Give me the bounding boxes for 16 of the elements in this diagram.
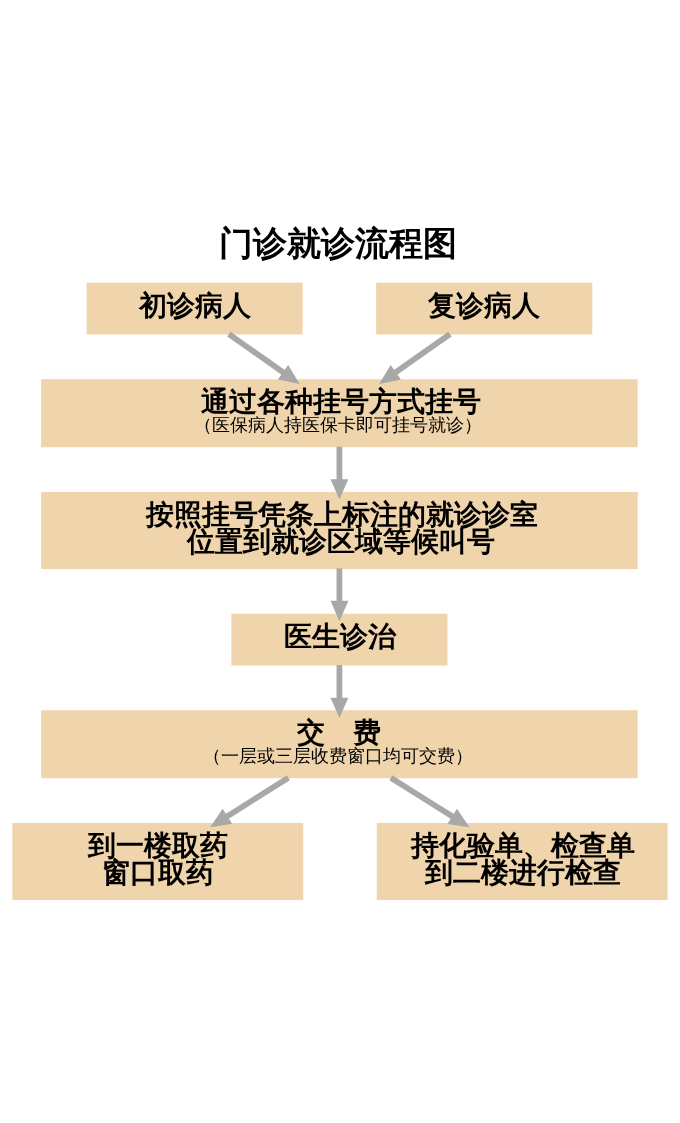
arrow <box>330 568 349 622</box>
diagram-title: 门诊就诊流程图 <box>218 222 457 263</box>
node-box: 按照挂号凭条上标注的就诊诊室位置到就诊区域等候叫号 <box>41 491 638 569</box>
node-box: 初诊病人 <box>86 282 303 335</box>
node-box: 到一楼取药窗口取药 <box>12 822 304 900</box>
arrow <box>227 331 300 384</box>
arrow <box>330 665 349 719</box>
arrow <box>330 446 349 500</box>
node-box: 通过各种挂号方式挂号 （医保病人持医保卡即可挂号就诊） <box>41 379 638 448</box>
node-box: 医生诊治 <box>231 613 448 666</box>
arrow <box>389 775 470 828</box>
node-box: 持化验单、检查单到二楼进行检查 <box>376 822 668 900</box>
arrow <box>210 775 290 828</box>
arrow <box>379 331 452 384</box>
node-box: 复诊病人 <box>376 282 593 335</box>
node-box: 交 费 （一层或三层收费窗口均可交费） <box>41 710 638 779</box>
